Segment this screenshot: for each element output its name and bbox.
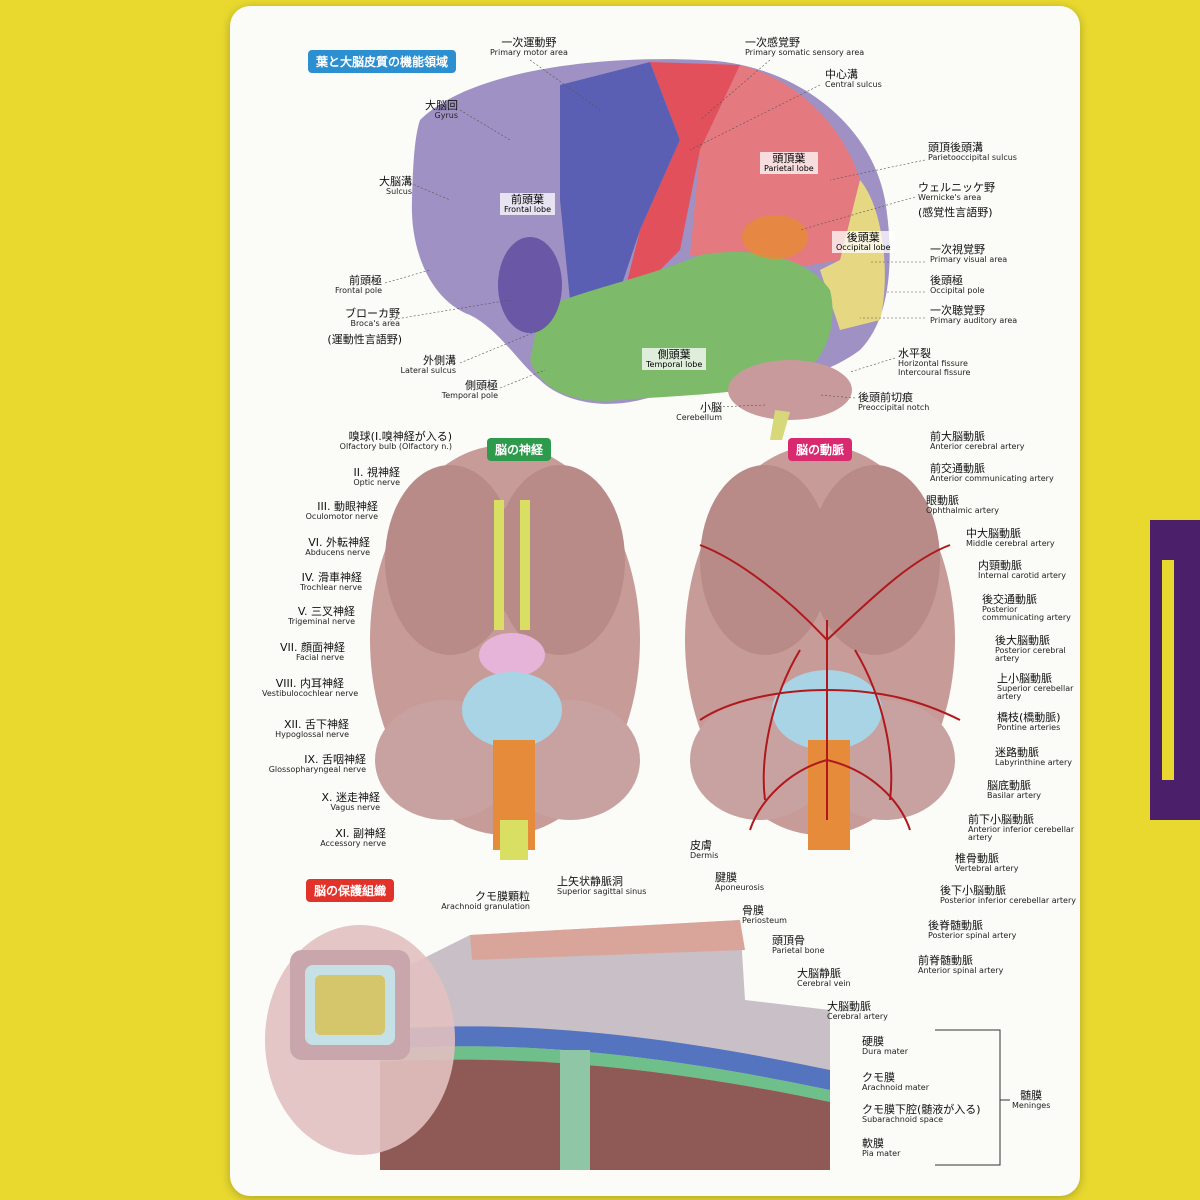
nerves-title: 脳の神経 bbox=[487, 438, 552, 461]
protective-tissue-illustration bbox=[265, 920, 830, 1170]
lobe-label: (感覚性言語野) bbox=[918, 206, 993, 219]
brain-base-arteries-illustration bbox=[685, 445, 961, 850]
lateral-brain-illustration bbox=[411, 59, 890, 440]
lobes-title: 葉と大脳皮質の機能領域 bbox=[308, 50, 457, 73]
nerve-label: 嗅球(I.嗅神経が入る)Olfactory bulb (Olfactory n.… bbox=[339, 430, 452, 451]
arteries-title: 脳の動脈 bbox=[788, 438, 853, 461]
protection-title: 脳の保護組織 bbox=[306, 879, 395, 902]
protection-label: クモ膜下腔(髄液が入る)Subarachnoid space bbox=[862, 1103, 981, 1124]
brain-base-nerves-illustration bbox=[370, 445, 640, 860]
artery-label: 橋枝(橋動脈)Pontine arteries bbox=[997, 711, 1061, 732]
lobe-label: (運動性言語野) bbox=[327, 333, 402, 346]
lobe-label: Intercoural fissure bbox=[898, 368, 971, 377]
